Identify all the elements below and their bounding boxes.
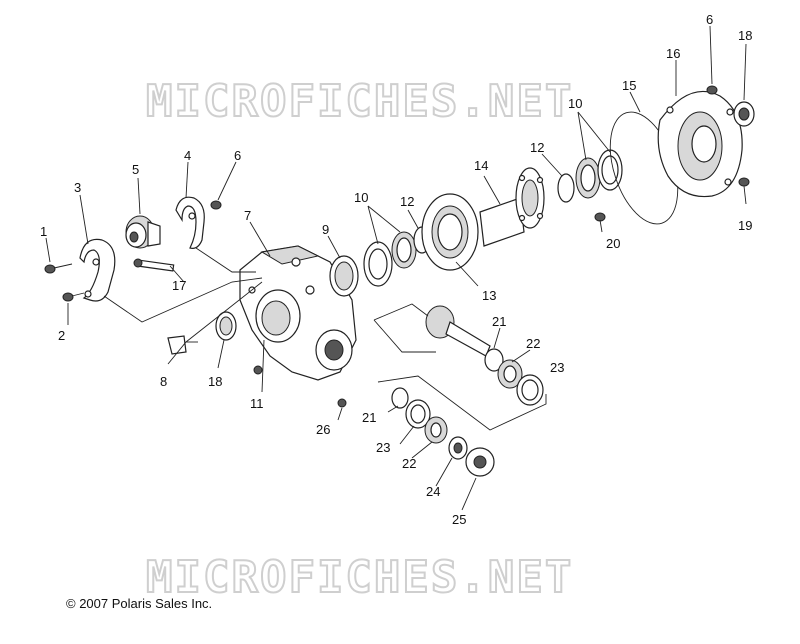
callout-24: 24 <box>426 484 440 499</box>
callout-18-left: 18 <box>208 374 222 389</box>
part-21-washer-lower <box>391 387 409 409</box>
callout-26: 26 <box>316 422 330 437</box>
callout-3: 3 <box>74 180 81 195</box>
callout-12-right: 12 <box>530 140 544 155</box>
callout-1: 1 <box>40 224 47 239</box>
callout-5: 5 <box>132 162 139 177</box>
callout-10-right: 10 <box>568 96 582 111</box>
part-10-bearing-left <box>363 231 417 287</box>
callout-19: 19 <box>738 218 752 233</box>
callout-22-lower: 22 <box>402 456 416 471</box>
part-16-cover <box>657 90 743 198</box>
part-26-screw <box>337 398 347 408</box>
part-11-plug <box>253 365 263 375</box>
part-13-ring-gear <box>421 193 479 271</box>
callout-numbers: 1 2 3 4 5 6 6 7 8 9 10 10 11 12 12 13 14… <box>40 12 752 527</box>
part-23-race-upper <box>516 374 544 406</box>
leader-lines <box>45 25 747 511</box>
callout-14: 14 <box>474 158 488 173</box>
part-20-bolt <box>594 212 606 233</box>
part-22-bearing-lower <box>424 416 448 444</box>
part-18-seal-left <box>215 311 237 341</box>
callout-10-left: 10 <box>354 190 368 205</box>
callout-6-left: 6 <box>234 148 241 163</box>
part-7-housing <box>239 245 357 381</box>
callout-13: 13 <box>482 288 496 303</box>
callout-25: 25 <box>452 512 466 527</box>
part-5-yoke <box>125 215 161 249</box>
watermark-top: MICROFICHES.NET <box>146 76 573 127</box>
part-24-spacer <box>448 436 468 460</box>
copyright-notice: © 2007 Polaris Sales Inc. <box>66 596 213 611</box>
watermark-bottom: MICROFICHES.NET <box>146 552 573 603</box>
callout-2: 2 <box>58 328 65 343</box>
callout-23-upper: 23 <box>550 360 564 375</box>
part-9-seal <box>329 255 359 297</box>
callout-6-right: 6 <box>706 12 713 27</box>
callout-7: 7 <box>244 208 251 223</box>
part-1-bolt <box>44 263 73 274</box>
callout-12-left: 12 <box>400 194 414 209</box>
part-3-bracket <box>79 238 116 302</box>
part-6-nut-right <box>706 85 718 95</box>
callout-21-upper: 21 <box>492 314 506 329</box>
pinion-gear <box>425 305 491 357</box>
callout-23-lower: 23 <box>376 440 390 455</box>
part-4-bracket <box>175 196 205 249</box>
part-19-bolt <box>738 177 750 205</box>
part-8-vent <box>167 335 187 355</box>
part-23-race-lower <box>405 399 431 429</box>
callout-17: 17 <box>172 278 186 293</box>
callout-16: 16 <box>666 46 680 61</box>
callout-18-right: 18 <box>738 28 752 43</box>
callout-4: 4 <box>184 148 191 163</box>
part-10-bearing-right <box>575 149 623 199</box>
part-2-bolt <box>62 292 85 302</box>
part-14-hub <box>479 167 545 247</box>
part-12-ring-right <box>557 173 575 203</box>
callout-11: 11 <box>250 396 264 411</box>
part-21-washer-upper <box>484 348 504 372</box>
part-22-bearing-upper <box>497 359 523 389</box>
callout-8: 8 <box>160 374 167 389</box>
part-6-nut-left <box>210 200 222 210</box>
callout-15: 15 <box>622 78 636 93</box>
callout-21-lower: 21 <box>362 410 376 425</box>
callout-20: 20 <box>606 236 620 251</box>
callout-9: 9 <box>322 222 329 237</box>
part-18-seal-right <box>733 101 755 127</box>
callout-22-upper: 22 <box>526 336 540 351</box>
part-25-seal <box>465 447 495 477</box>
part-17-pin <box>133 258 175 272</box>
